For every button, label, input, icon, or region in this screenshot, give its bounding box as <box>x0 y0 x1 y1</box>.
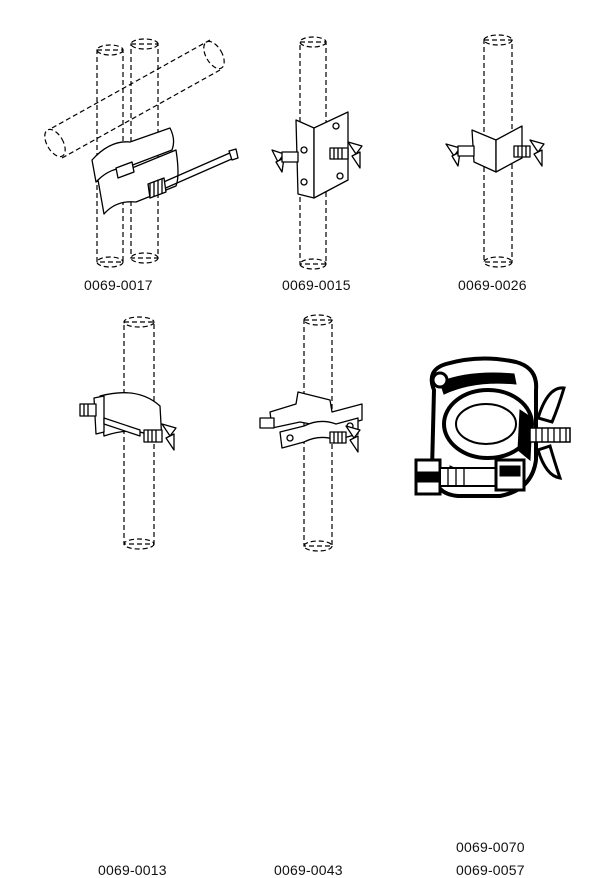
flanged-clamp-drawing <box>259 314 363 552</box>
small-bracket-clamp-drawing <box>445 34 545 268</box>
part-code-secondary: 0069-0057 <box>456 862 525 878</box>
part-code: 0069-0015 <box>282 277 351 293</box>
part-0069-0017: 0069-0017 <box>0 0 240 300</box>
part-0069-0026: 0069-0026 <box>420 0 600 300</box>
part-0069-0070: 0069-0070 0069-0057 <box>414 300 600 878</box>
part-code: 0069-0013 <box>98 862 167 878</box>
cast-coupler-drawing <box>414 356 571 498</box>
cross-pipe-clamp-drawing <box>44 38 239 268</box>
part-code: 0069-0026 <box>458 277 527 293</box>
angle-bracket-clamp-drawing <box>271 36 363 270</box>
part-code: 0069-0070 <box>456 839 525 855</box>
part-0069-0015: 0069-0015 <box>240 0 420 300</box>
part-code: 0069-0017 <box>84 277 153 293</box>
saddle-clamp-drawing <box>79 316 177 550</box>
part-0069-0043: 0069-0043 <box>240 300 420 878</box>
part-code: 0069-0043 <box>274 862 343 878</box>
part-0069-0013: 0069-0013 <box>0 300 240 878</box>
